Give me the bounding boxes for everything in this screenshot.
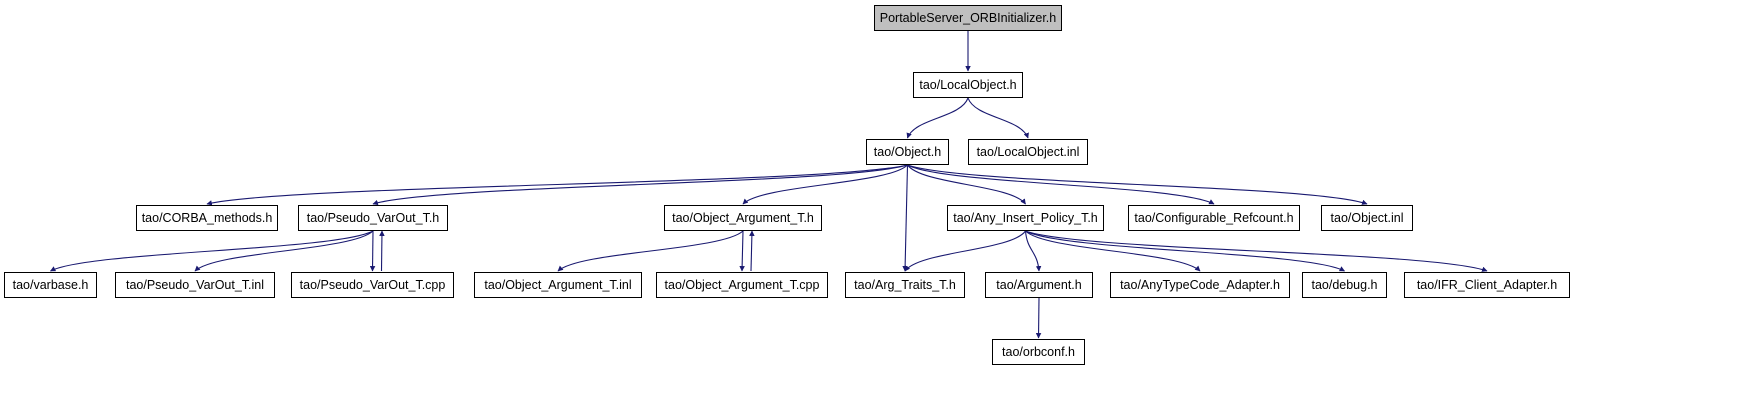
graph-edge bbox=[194, 230, 374, 272]
graph-edge bbox=[206, 164, 908, 206]
graph-node-tao-any-insert-policy-t-h[interactable]: tao/Any_Insert_Policy_T.h bbox=[947, 205, 1104, 231]
graph-edge bbox=[372, 164, 908, 206]
graph-node-tao-object-h[interactable]: tao/Object.h bbox=[866, 139, 949, 165]
graph-edge bbox=[902, 164, 909, 272]
graph-node-tao-object-argument-t-inl[interactable]: tao/Object_Argument_T.inl bbox=[474, 272, 642, 298]
graph-node-label: tao/Pseudo_VarOut_T.h bbox=[306, 210, 440, 225]
graph-edge bbox=[1035, 297, 1042, 339]
graph-node-label: tao/orbconf.h bbox=[1002, 344, 1075, 359]
graph-edge bbox=[1025, 230, 1201, 272]
graph-node-label: tao/Pseudo_VarOut_T.inl bbox=[125, 277, 265, 292]
graph-node-label: tao/Configurable_Refcount.h bbox=[1134, 210, 1294, 225]
graph-edge bbox=[1024, 230, 1042, 272]
graph-edge bbox=[907, 164, 1026, 205]
graph-node-tao-orbconf-h[interactable]: tao/orbconf.h bbox=[992, 339, 1085, 365]
graph-node-label: tao/Object_Argument_T.h bbox=[672, 210, 814, 225]
graph-node-label: tao/varbase.h bbox=[12, 277, 89, 292]
graph-edge bbox=[907, 164, 1215, 205]
graph-node-tao-pseudo-varout-t-h[interactable]: tao/Pseudo_VarOut_T.h bbox=[298, 205, 448, 231]
graph-node-tao-localobject-h[interactable]: tao/LocalObject.h bbox=[913, 72, 1023, 98]
graph-node-label: tao/IFR_Client_Adapter.h bbox=[1416, 277, 1558, 292]
graph-edge bbox=[904, 230, 1026, 272]
graph-node-label: tao/debug.h bbox=[1311, 277, 1378, 292]
graph-node-tao-configurable-refcount-h[interactable]: tao/Configurable_Refcount.h bbox=[1128, 205, 1300, 231]
graph-node-tao-debug-h[interactable]: tao/debug.h bbox=[1302, 272, 1387, 298]
graph-edge bbox=[379, 230, 385, 272]
graph-edge bbox=[967, 97, 1029, 139]
graph-edge bbox=[557, 230, 744, 272]
graph-node-tao-argument-h[interactable]: tao/Argument.h bbox=[985, 272, 1093, 298]
graph-node-label: tao/LocalObject.h bbox=[919, 77, 1017, 92]
graph-node-label: tao/Any_Insert_Policy_T.h bbox=[953, 210, 1098, 225]
graph-node-label: tao/Object_Argument_T.inl bbox=[484, 277, 632, 292]
graph-node-tao-pseudo-varout-t-cpp[interactable]: tao/Pseudo_VarOut_T.cpp bbox=[291, 272, 454, 298]
graph-node-tao-corba-methods-h[interactable]: tao/CORBA_methods.h bbox=[136, 205, 278, 231]
graph-node-label: tao/LocalObject.inl bbox=[976, 144, 1080, 159]
graph-node-tao-object-argument-t-cpp[interactable]: tao/Object_Argument_T.cpp bbox=[656, 272, 828, 298]
graph-node-label: tao/Pseudo_VarOut_T.cpp bbox=[299, 277, 446, 292]
graph-edge bbox=[742, 164, 908, 205]
graph-edge bbox=[906, 97, 969, 139]
graph-node-label: tao/Object_Argument_T.cpp bbox=[664, 277, 820, 292]
graph-edge bbox=[907, 164, 1368, 205]
graph-node-tao-localobject-inl[interactable]: tao/LocalObject.inl bbox=[968, 139, 1088, 165]
graph-node-label: tao/Argument.h bbox=[996, 277, 1082, 292]
graph-node-tao-arg-traits-t-h[interactable]: tao/Arg_Traits_T.h bbox=[845, 272, 965, 298]
graph-edge bbox=[1025, 230, 1345, 272]
graph-edge bbox=[739, 230, 745, 272]
graph-node-tao-object-inl[interactable]: tao/Object.inl bbox=[1321, 205, 1413, 231]
graph-node-label: PortableServer_ORBInitializer.h bbox=[879, 10, 1057, 25]
graph-edge bbox=[369, 230, 376, 272]
graph-edge bbox=[1025, 230, 1488, 272]
graph-node-portableserver-orbinitializer-h[interactable]: PortableServer_ORBInitializer.h bbox=[874, 5, 1062, 31]
graph-node-label: tao/CORBA_methods.h bbox=[141, 210, 273, 225]
graph-node-label: tao/AnyTypeCode_Adapter.h bbox=[1120, 277, 1280, 292]
graph-node-tao-anytypecode-adapter-h[interactable]: tao/AnyTypeCode_Adapter.h bbox=[1110, 272, 1290, 298]
graph-node-tao-ifr-client-adapter-h[interactable]: tao/IFR_Client_Adapter.h bbox=[1404, 272, 1570, 298]
graph-node-label: tao/Arg_Traits_T.h bbox=[854, 277, 956, 292]
graph-node-label: tao/Object.inl bbox=[1330, 210, 1404, 225]
graph-node-tao-varbase-h[interactable]: tao/varbase.h bbox=[4, 272, 97, 298]
graph-node-tao-object-argument-t-h[interactable]: tao/Object_Argument_T.h bbox=[664, 205, 822, 231]
graph-edge bbox=[50, 230, 374, 272]
graph-edge bbox=[749, 230, 755, 272]
graph-node-label: tao/Object.h bbox=[873, 144, 942, 159]
graph-node-tao-pseudo-varout-t-inl[interactable]: tao/Pseudo_VarOut_T.inl bbox=[115, 272, 275, 298]
